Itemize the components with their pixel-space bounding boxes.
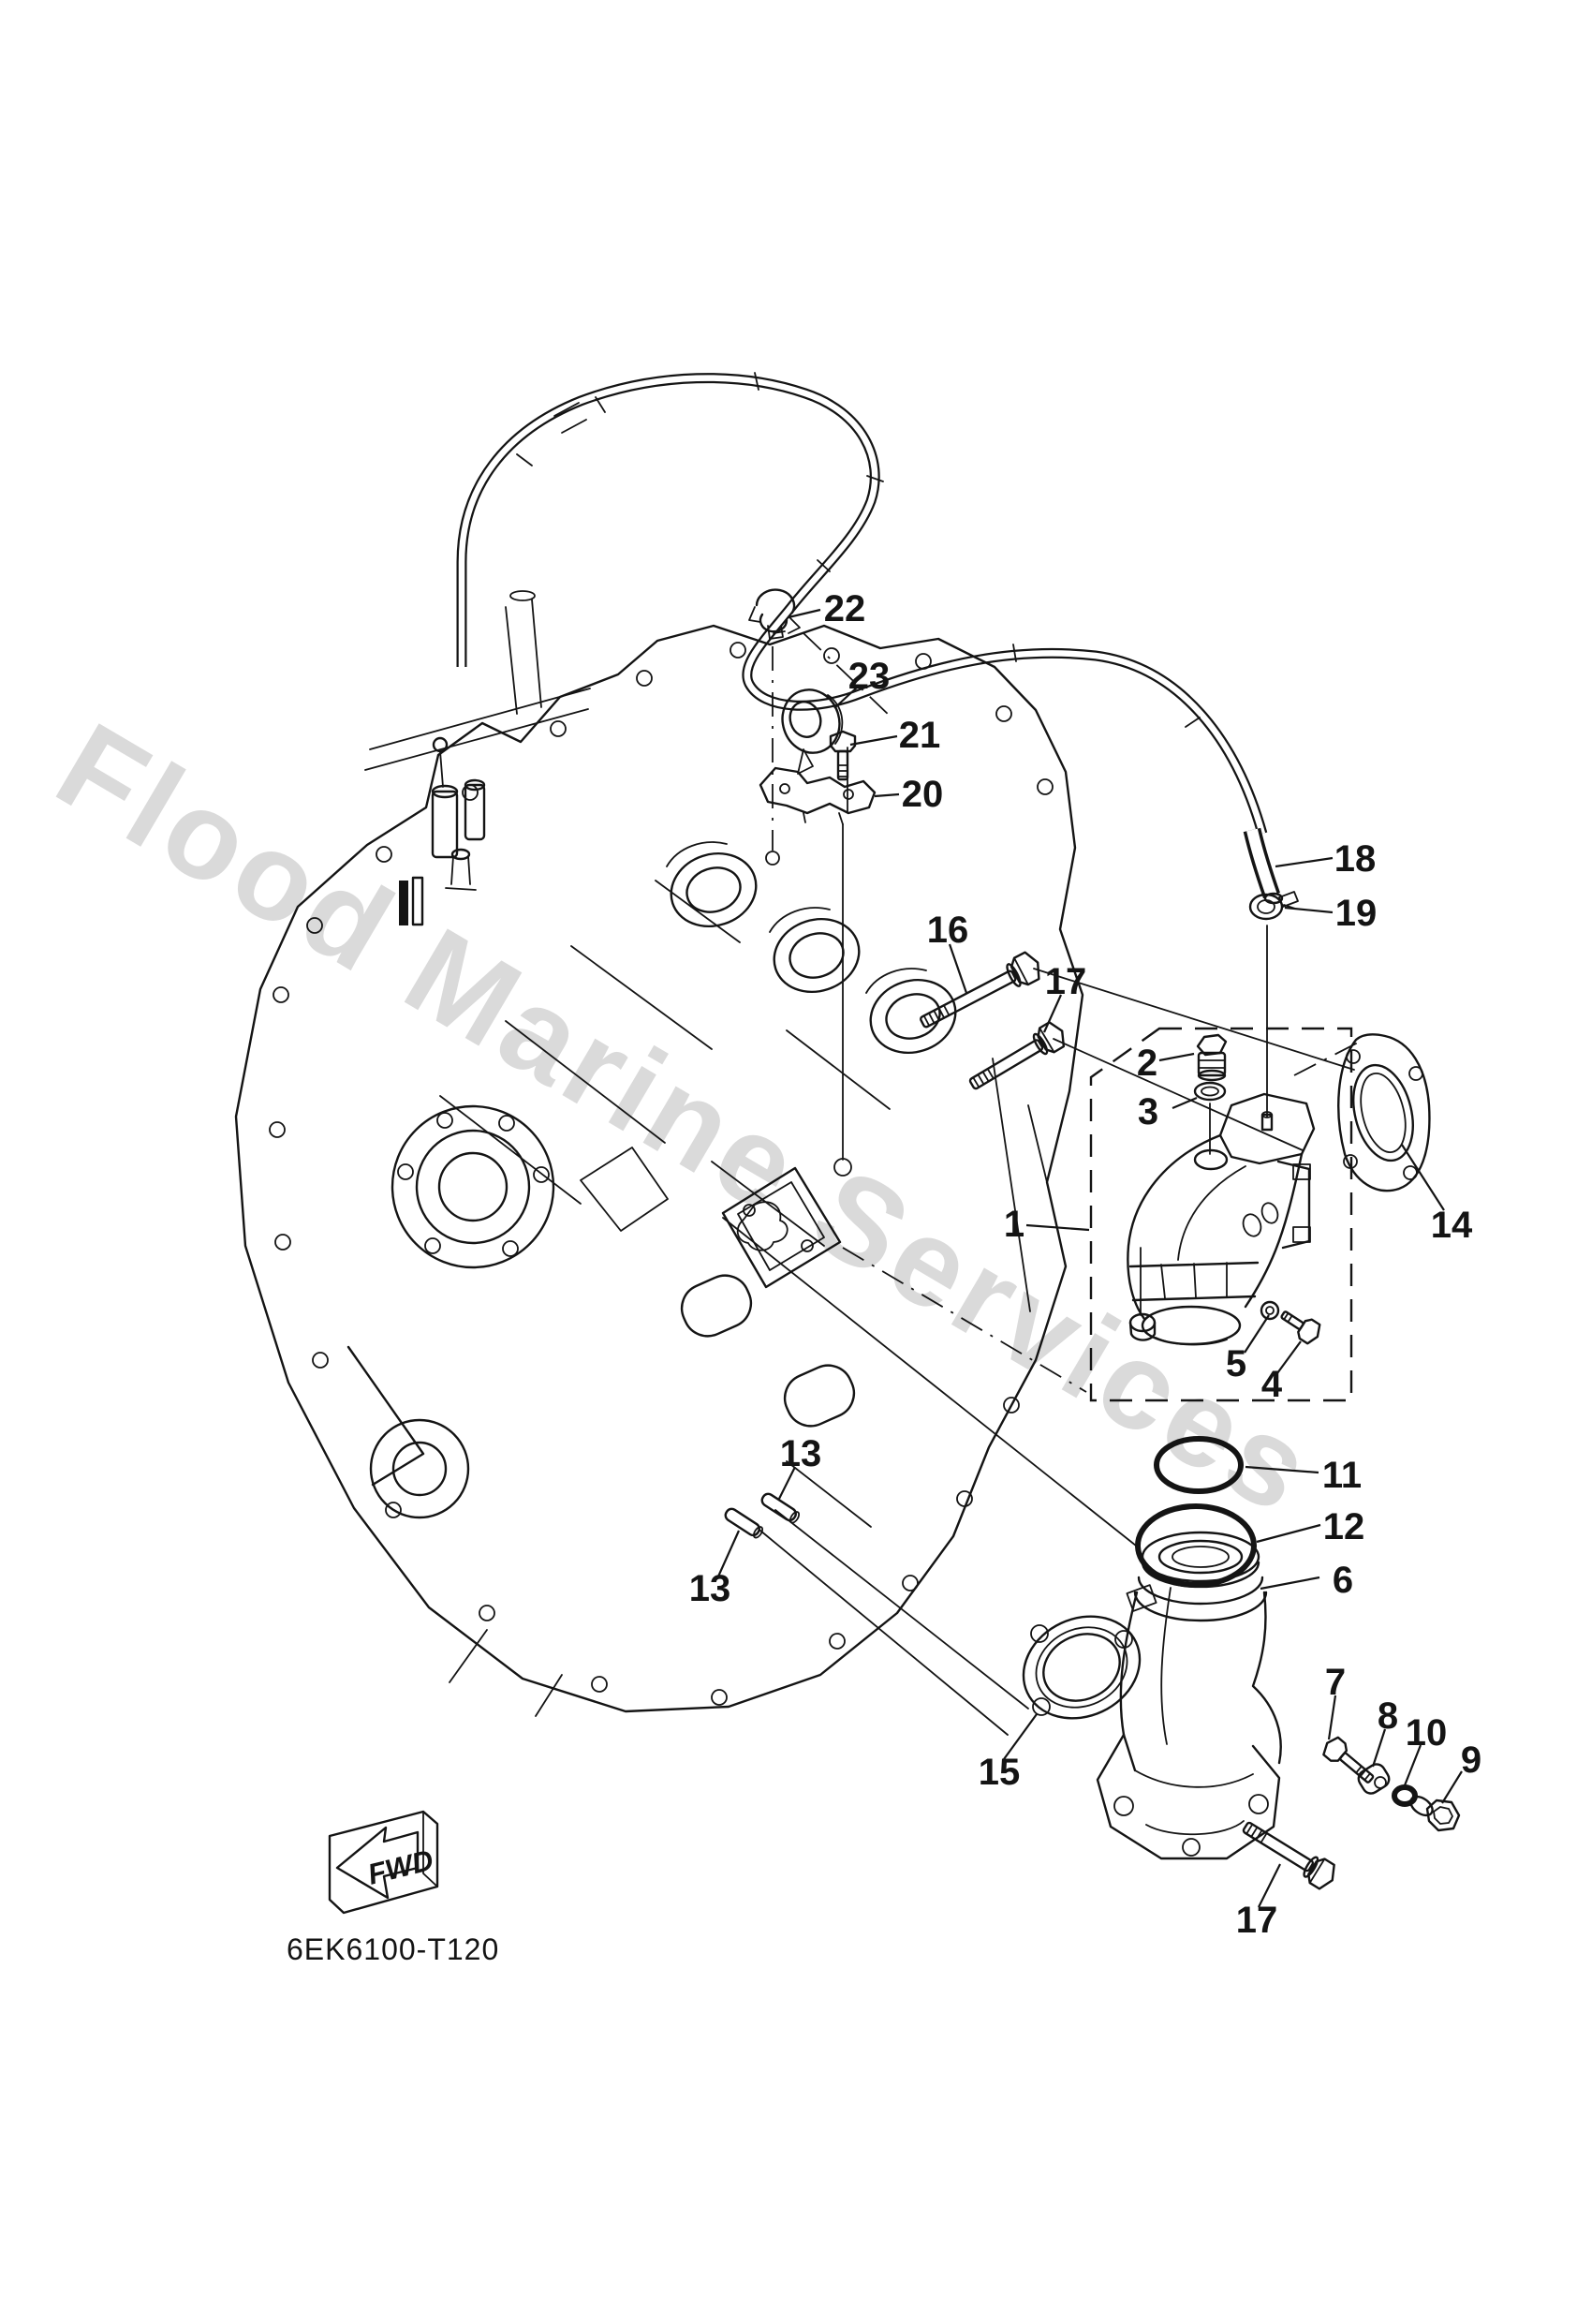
clamp-22-drawing (748, 588, 801, 640)
callout-17-leader-24 (1258, 1863, 1281, 1908)
engine-block-drawing (234, 624, 1084, 1717)
callout-17-leader-7 (1042, 994, 1063, 1033)
bracket-20-drawing (759, 766, 877, 825)
o-ring-11-drawing (1154, 1436, 1244, 1494)
callout-13-leader-18 (716, 1530, 741, 1577)
callout-9-label-23: 9 (1461, 1739, 1481, 1781)
callout-8-leader-21 (1371, 1728, 1387, 1768)
callout-1-label-10: 1 (1004, 1204, 1024, 1245)
callout-6-leader-16 (1260, 1576, 1320, 1591)
breather-hose-drawing (456, 372, 1299, 921)
callout-11-leader-14 (1245, 1465, 1319, 1474)
callout-13-label-17: 13 (780, 1433, 822, 1474)
callout-21-leader-2 (849, 734, 898, 747)
gasket-14-drawing (1337, 1033, 1431, 1192)
o-ring-10-drawing (1392, 1784, 1418, 1807)
exhaust-elbow-drawing (1127, 1092, 1316, 1346)
callout-17-label-7: 17 (1045, 961, 1087, 1002)
callout-23-label-1: 23 (848, 656, 891, 697)
washer-3-drawing (1193, 1081, 1227, 1102)
callout-15-label-19: 15 (979, 1752, 1021, 1793)
callout-12-leader-15 (1256, 1523, 1321, 1544)
plug-2-drawing (1196, 1033, 1228, 1082)
callout-3-leader-9 (1172, 1096, 1198, 1110)
callout-5-label-12: 5 (1226, 1343, 1246, 1384)
callout-18-label-4: 18 (1334, 838, 1377, 880)
callout-11-label-14: 11 (1322, 1455, 1362, 1496)
callout-17-label-24: 17 (1236, 1900, 1278, 1941)
callout-15-leader-19 (1003, 1713, 1038, 1760)
callout-9-leader-23 (1441, 1770, 1463, 1804)
bolt-4-drawing (1280, 1310, 1321, 1345)
fwd-label: FWD (364, 1843, 436, 1891)
callout-13-label-18: 13 (689, 1568, 731, 1609)
bolt-17-lower-drawing (1242, 1821, 1335, 1890)
callout-23-leader-1 (833, 686, 859, 709)
callout-22-leader-0 (788, 608, 821, 619)
reference-lines (722, 632, 1361, 1736)
bolt-9-drawing (1409, 1795, 1461, 1832)
assembly-group-box (1089, 1027, 1353, 1402)
callout-4-leader-13 (1276, 1340, 1302, 1374)
callout-2-leader-8 (1158, 1052, 1195, 1062)
callout-13-leader-17 (778, 1466, 796, 1500)
callout-14-leader-11 (1401, 1144, 1445, 1211)
bolt-7-drawing (1322, 1736, 1375, 1784)
washer-5-drawing (1260, 1300, 1280, 1321)
callout-14-label-11: 14 (1431, 1205, 1473, 1246)
bolt-17-upper-drawing (968, 1021, 1066, 1090)
diagram-code: 6EK6100-T120 (287, 1932, 499, 1966)
dowel-pin-drawing (724, 1507, 764, 1539)
callout-10-label-22: 10 (1406, 1712, 1448, 1754)
collar-8-drawing (1357, 1763, 1391, 1795)
callout-20-label-3: 20 (902, 774, 944, 815)
callout-16-label-6: 16 (927, 910, 969, 951)
bolt-21-drawing (829, 730, 857, 781)
grommet-23-drawing (781, 688, 844, 775)
callout-8-label-21: 8 (1378, 1695, 1398, 1737)
exhaust-face-gasket-drawing (721, 1166, 842, 1289)
callout-19-label-5: 19 (1335, 893, 1378, 934)
callout-10-leader-22 (1403, 1744, 1422, 1786)
callout-6-label-16: 6 (1333, 1560, 1353, 1601)
callout-21-label-2: 21 (899, 715, 941, 756)
callout-12-label-15: 12 (1323, 1506, 1365, 1547)
callout-22-label-0: 22 (824, 588, 866, 629)
mount-bracket-drawing (364, 590, 591, 926)
fwd-arrow: FWD (328, 1810, 439, 1915)
callout-1-leader-10 (1025, 1223, 1090, 1232)
callout-19-leader-5 (1284, 906, 1334, 914)
callout-4-label-13: 4 (1261, 1364, 1283, 1405)
bolt-16-drawing (920, 951, 1040, 1029)
gasket-15-drawing (1022, 1615, 1142, 1720)
callout-3-label-9: 3 (1138, 1091, 1158, 1132)
callout-16-leader-6 (948, 943, 968, 994)
callout-18-leader-4 (1275, 856, 1334, 868)
callout-7-label-20: 7 (1325, 1662, 1346, 1703)
callout-7-leader-20 (1327, 1695, 1337, 1740)
callout-20-leader-3 (874, 792, 900, 798)
hose-clamp-19-drawing (1248, 891, 1299, 921)
callout-5-leader-12 (1244, 1314, 1270, 1354)
callout-2-label-8: 2 (1137, 1043, 1157, 1084)
exhaust-pipe-drawing (1096, 1531, 1282, 1860)
